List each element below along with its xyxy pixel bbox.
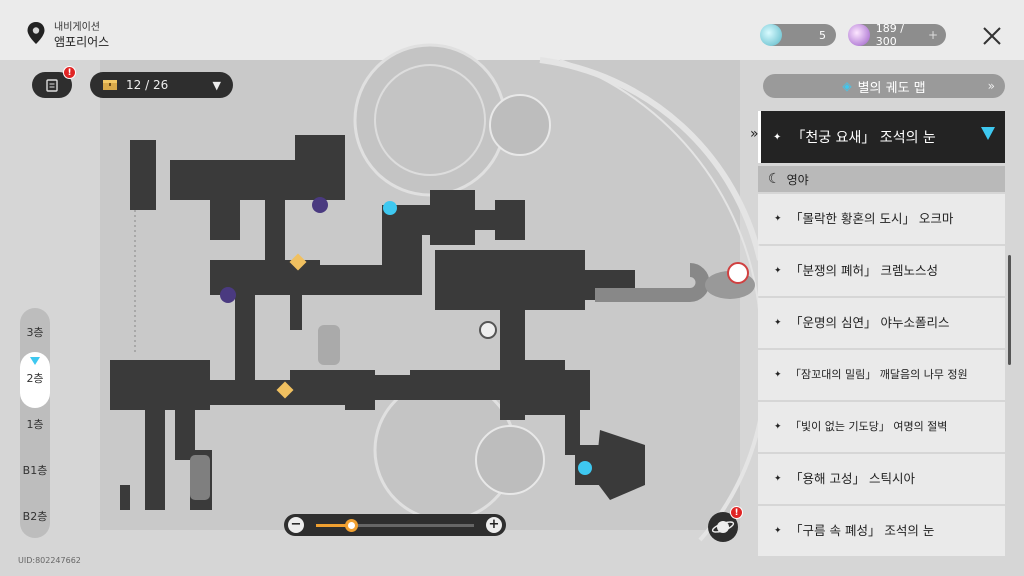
area-list-item[interactable]: ✦ 「잠꼬대의 밀림」 깨달음의 나무 정원 bbox=[758, 350, 1005, 400]
zoom-out-button[interactable]: − bbox=[288, 517, 304, 533]
star-icon: ✦ bbox=[774, 266, 782, 276]
star-icon: ✦ bbox=[774, 422, 782, 432]
zoom-slider[interactable] bbox=[316, 519, 474, 532]
area-list: ✦ 「몰락한 황혼의 도시」 오크마 ✦ 「분쟁의 폐허」 크렘노스성 ✦ 「운명의 심연… bbox=[758, 194, 1005, 558]
double-chevron-right-icon: » bbox=[987, 79, 995, 93]
selected-area-label: 「천궁 요새」 조석의 눈 bbox=[791, 130, 936, 146]
star-orbit-map-button[interactable]: ◈ 별의 궤도 맵 » bbox=[763, 74, 1005, 98]
add-stamina-button[interactable]: + bbox=[927, 28, 938, 42]
current-location-marker-icon bbox=[981, 127, 995, 140]
fuel-value: 5 bbox=[819, 28, 826, 42]
quest-alert-badge: ! bbox=[63, 66, 76, 79]
panel-title: 별의 궤도 맵 bbox=[857, 80, 926, 96]
treasure-counter-dropdown[interactable]: 12 / 26 ▼ bbox=[90, 72, 233, 98]
floor-3-button[interactable]: 3층 bbox=[26, 326, 44, 339]
selected-area-item[interactable]: ✦ 「천궁 요새」 조석의 눈 bbox=[758, 111, 1005, 163]
floor-b1-button[interactable]: B1층 bbox=[22, 464, 48, 477]
area-list-item[interactable]: ✦ 「운명의 심연」 야누소폴리스 bbox=[758, 298, 1005, 348]
selection-arrow-icon: » bbox=[750, 126, 759, 142]
planet-icon bbox=[711, 521, 735, 533]
floor-b2-button[interactable]: B2층 bbox=[22, 510, 48, 523]
star-icon: ✦ bbox=[773, 131, 782, 143]
current-floor-marker-icon bbox=[30, 357, 40, 365]
uid-label: UID:802247662 bbox=[18, 556, 81, 565]
zoom-handle[interactable] bbox=[344, 519, 358, 532]
star-icon: ✦ bbox=[774, 214, 782, 224]
location-name: 앰포리어스 bbox=[54, 35, 110, 49]
fuel-icon bbox=[760, 24, 782, 46]
area-list-item-label: 「용해 고성」 스틱시아 bbox=[790, 471, 915, 486]
star-icon: ✦ bbox=[774, 526, 782, 536]
chest-icon bbox=[103, 80, 117, 90]
trailblaze-power-icon bbox=[848, 24, 870, 46]
section-label: 영야 bbox=[786, 172, 809, 187]
area-list-scrollbar[interactable] bbox=[1008, 255, 1011, 365]
crescent-moon-icon: ☾ bbox=[768, 171, 781, 187]
area-list-item[interactable]: ✦ 「용해 고성」 스틱시아 bbox=[758, 454, 1005, 504]
zoom-control: − + bbox=[284, 514, 506, 536]
clipboard-icon bbox=[46, 79, 58, 92]
location-label: 내비게이션 bbox=[54, 22, 100, 33]
region-section-header: ☾ 영야 bbox=[758, 166, 1005, 192]
area-list-item-label: 「운명의 심연」 야누소폴리스 bbox=[790, 315, 950, 330]
star-icon: ✦ bbox=[774, 474, 782, 484]
quest-log-button[interactable] bbox=[32, 72, 72, 98]
close-icon[interactable] bbox=[978, 22, 1006, 50]
zoom-fill bbox=[316, 524, 351, 527]
area-list-item-label: 「잠꼬대의 밀림」 깨달음의 나무 정원 bbox=[790, 368, 968, 381]
area-list-item-label: 「분쟁의 폐허」 크렘노스성 bbox=[790, 263, 938, 278]
area-list-item-label: 「몰락한 황혼의 도시」 오크마 bbox=[790, 211, 954, 226]
star-icon: ✦ bbox=[774, 318, 782, 328]
floor-1-button[interactable]: 1층 bbox=[26, 418, 44, 431]
treasure-counter: 12 / 26 bbox=[126, 78, 169, 92]
stamina-value: 189 / 300 bbox=[875, 22, 904, 48]
floor-selector: 3층 2층 1층 B1층 B2층 bbox=[20, 308, 50, 538]
star-icon: ✦ bbox=[774, 370, 782, 380]
location-header: 내비게이션 앰포리어스 bbox=[26, 21, 109, 50]
stamina-currency[interactable]: 189 / 300 + bbox=[848, 22, 946, 48]
area-list-item[interactable]: ✦ 「구름 속 폐성」 조석의 눈 bbox=[758, 506, 1005, 556]
diamond-icon: ◈ bbox=[842, 79, 852, 93]
floor-2-label: 2층 bbox=[26, 372, 44, 385]
area-list-item[interactable]: ✦ 「빛이 없는 기도당」 여명의 절벽 bbox=[758, 402, 1005, 452]
zoom-in-button[interactable]: + bbox=[486, 517, 502, 533]
area-list-item[interactable]: ✦ 「분쟁의 폐허」 크렘노스성 bbox=[758, 246, 1005, 296]
fuel-currency[interactable]: 5 bbox=[760, 24, 836, 46]
area-list-item[interactable]: ✦ 「몰락한 황혼의 도시」 오크마 bbox=[758, 194, 1005, 244]
chevron-down-icon: ▼ bbox=[212, 78, 221, 92]
location-pin-icon bbox=[27, 22, 45, 44]
planet-alert-badge: ! bbox=[730, 506, 743, 519]
area-list-item-label: 「구름 속 폐성」 조석의 눈 bbox=[790, 523, 935, 538]
floor-2-button[interactable]: 2층 bbox=[20, 352, 50, 408]
area-list-item-label: 「빛이 없는 기도당」 여명의 절벽 bbox=[790, 420, 948, 433]
